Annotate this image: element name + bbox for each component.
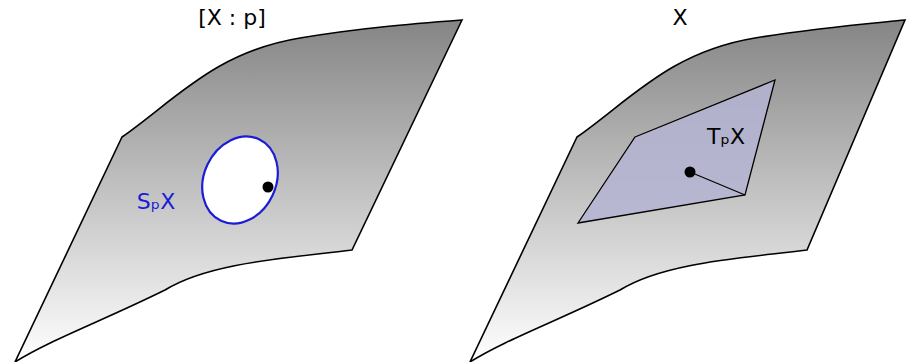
title: [X : p] <box>198 6 266 30</box>
left-surface <box>15 20 462 362</box>
right-surface <box>470 20 905 362</box>
tangent-vector <box>690 172 745 195</box>
tangent-plane: TₚX <box>578 80 775 223</box>
point-dot <box>263 182 274 193</box>
title: X <box>672 6 687 30</box>
sphere-of-directions <box>188 124 291 236</box>
plane-outline <box>578 80 775 223</box>
point-dot <box>685 167 696 178</box>
sphere-label: SₚX <box>137 190 175 214</box>
plane-shape <box>578 80 775 223</box>
plane-label: TₚX <box>707 125 745 149</box>
